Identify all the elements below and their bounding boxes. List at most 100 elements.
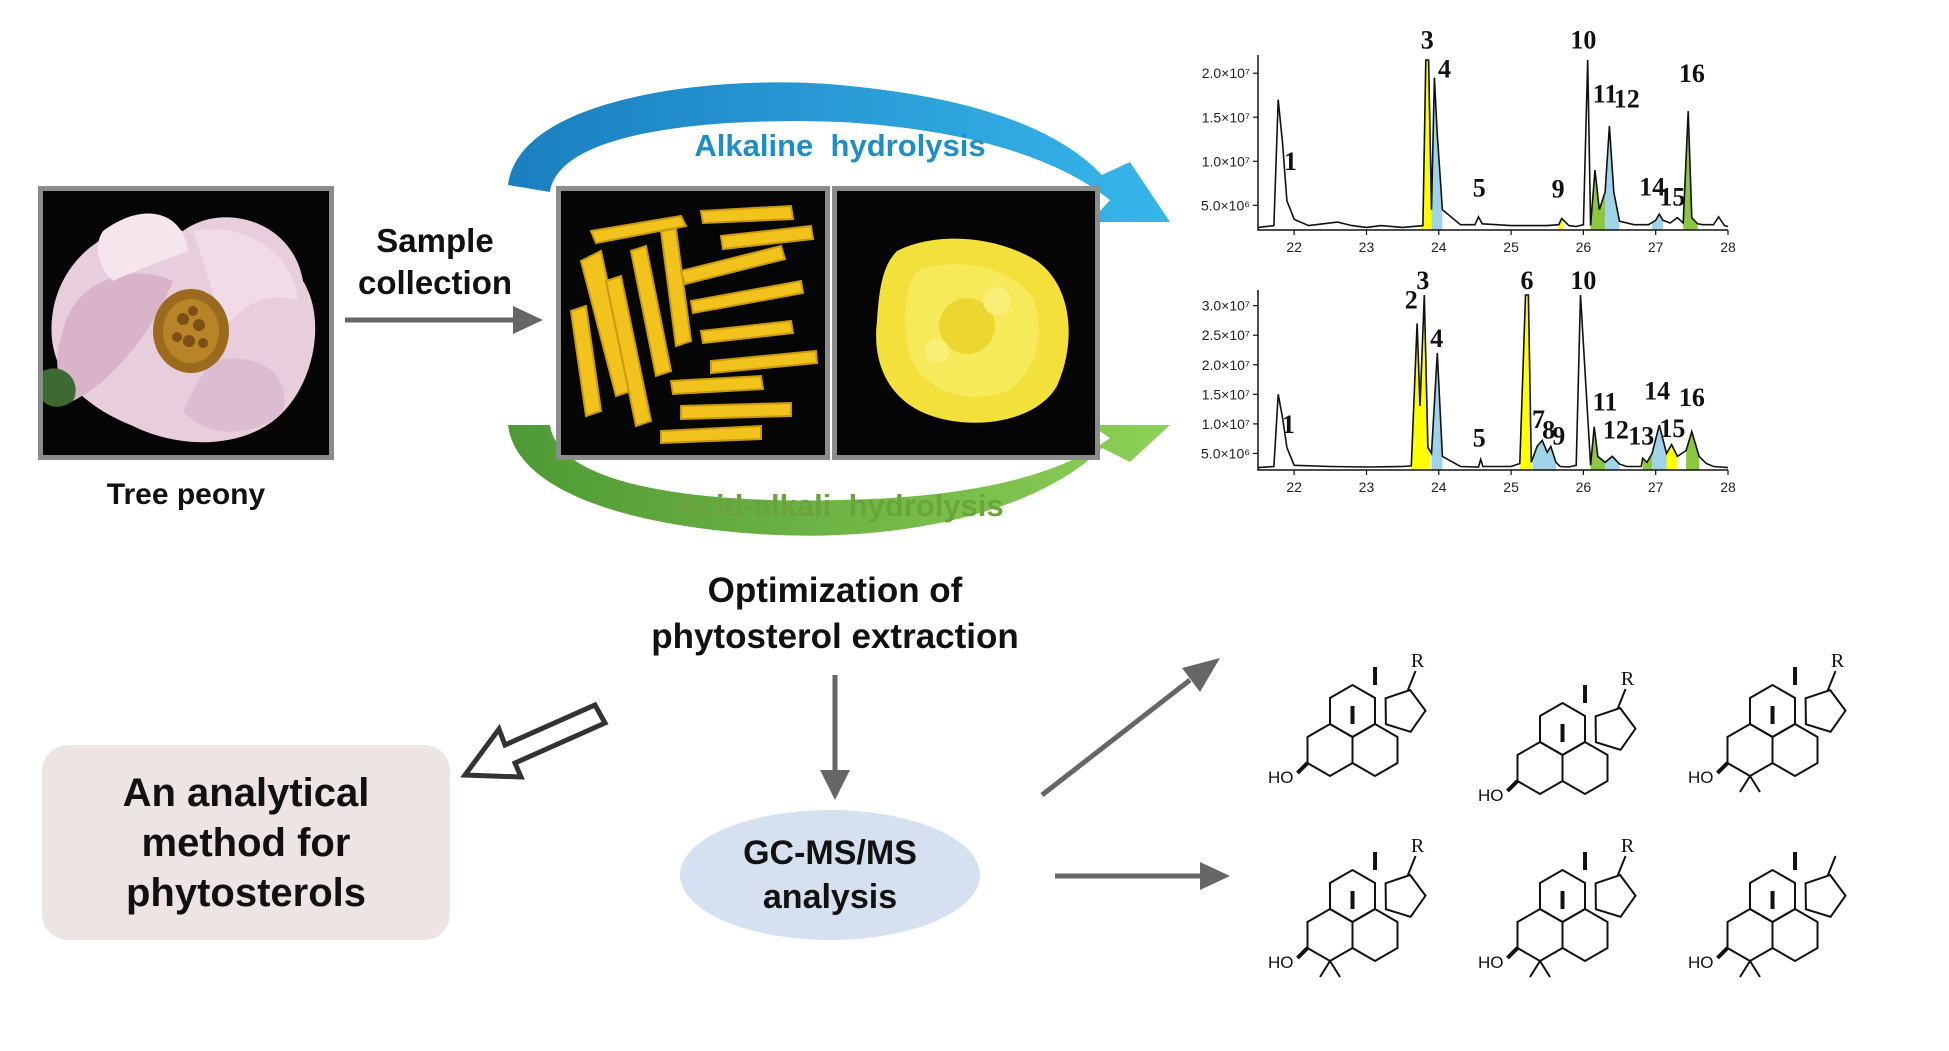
peak-label: 15 (1659, 182, 1685, 211)
analytical-method-box: An analytical method for phytosterols (42, 745, 450, 940)
x-tick-label: 24 (1431, 239, 1447, 255)
hydroxyl-label: HO (1268, 953, 1294, 972)
gem-dimethyl-bond (1739, 775, 1751, 793)
substituent-r-label: R (1621, 835, 1635, 857)
ring-d (1594, 706, 1637, 751)
ring (1516, 907, 1564, 963)
ring (1771, 907, 1819, 963)
x-tick-label: 25 (1503, 479, 1519, 495)
gem-dimethyl-bond (1329, 960, 1341, 978)
side-chain-bond (1826, 670, 1837, 692)
substituent-r-label: R (1411, 650, 1425, 672)
x-tick-label: 23 (1359, 239, 1375, 255)
arrow-to-chromatograms-head (1182, 658, 1220, 692)
ring-d (1804, 873, 1847, 918)
hydroxyl-label: HO (1688, 953, 1714, 972)
side-chain-bond (1826, 855, 1837, 877)
ring (1306, 722, 1354, 778)
ring (1329, 683, 1376, 739)
peak-fill-2-5 (1590, 426, 1606, 470)
peak-fill-2-8 (1652, 425, 1667, 470)
chromatogram-trace-1 (1257, 59, 1729, 229)
tree-peony-photo (38, 186, 334, 460)
peak-label: 14 (1644, 377, 1670, 406)
ring (1539, 868, 1586, 924)
peak-label: 4 (1430, 324, 1443, 353)
peak-label: 9 (1552, 174, 1565, 203)
y-tick-label: 5.0×10⁶ (1201, 197, 1250, 213)
peak-label: 10 (1570, 266, 1596, 295)
arrow-to-structures-head (1200, 862, 1230, 890)
hydroxyl-bond (1296, 761, 1309, 775)
ring (1351, 907, 1399, 963)
sterol-structure: RHO (1268, 650, 1427, 787)
side-chain-bond (1406, 670, 1417, 692)
hydroxyl-label: HO (1478, 953, 1504, 972)
x-tick-label: 23 (1359, 479, 1375, 495)
ring (1516, 740, 1564, 796)
peak-label: 3 (1421, 26, 1434, 55)
ring (1561, 740, 1609, 796)
sterol-structure: HO (1688, 852, 1847, 978)
y-tick-label: 1.0×10⁷ (1202, 153, 1250, 169)
peak-label: 5 (1473, 423, 1486, 452)
peak-label: 5 (1473, 174, 1486, 203)
peak-label: 1 (1284, 147, 1297, 176)
down-arrow (820, 675, 850, 800)
gem-dimethyl-bond (1739, 960, 1751, 978)
alkaline-arc-arrow (508, 82, 1170, 222)
gem-dimethyl-bond (1539, 960, 1551, 978)
peak-label: 11 (1593, 79, 1618, 108)
y-tick-label: 2.0×10⁷ (1202, 65, 1250, 81)
hollow-arrow (460, 701, 609, 780)
tree-peony-label: Tree peony (106, 478, 266, 511)
gc-ms-line1: GC-MS/MS (743, 834, 917, 872)
chromatogram-axes-1 (1257, 55, 1728, 231)
y-tick-label: 1.0×10⁷ (1202, 416, 1250, 432)
peak-fill-1-3 (1558, 218, 1564, 230)
result-line2: method for (141, 820, 351, 865)
ring (1539, 701, 1586, 757)
sample-collection-line1: Sample (376, 222, 494, 259)
peak-label: 2 (1405, 286, 1418, 315)
chromatogram-axes-2 (1257, 290, 1728, 471)
hydroxyl-bond (1716, 761, 1729, 775)
side-chain-bond (1616, 688, 1627, 710)
peak-label: 8 (1542, 416, 1555, 445)
root-cortex-photo (556, 186, 830, 460)
y-tick-label: 3.0×10⁷ (1202, 298, 1250, 314)
peak-label: 4 (1438, 55, 1451, 84)
peak-label: 13 (1628, 422, 1654, 451)
powder-photo (832, 186, 1100, 460)
sterol-structure: R HO (1478, 835, 1637, 978)
hydroxyl-bond (1506, 946, 1519, 960)
x-tick-label: 28 (1720, 479, 1736, 495)
gem-dimethyl-bond (1319, 960, 1331, 978)
flower-image (43, 191, 329, 455)
peak-label: 1 (1282, 410, 1295, 439)
side-chain-bond (1616, 855, 1627, 877)
acid-alkali-hydrolysis-label: Acid-alkali hydrolysis (676, 488, 1004, 523)
hydroxyl-bond (1296, 946, 1309, 960)
gc-ms-analysis-node: GC-MS/MS analysis (680, 810, 980, 940)
x-tick-label: 27 (1648, 479, 1664, 495)
x-tick-label: 27 (1648, 239, 1664, 255)
peak-fill-1-7 (1683, 111, 1698, 230)
hydroxyl-bond (1716, 946, 1729, 960)
peak-label: 16 (1679, 383, 1705, 412)
peak-label: 12 (1614, 85, 1640, 114)
sterol-structure: RHO (1478, 668, 1637, 805)
ring (1749, 868, 1796, 924)
chromatogram-trace-2 (1257, 294, 1729, 469)
substituent-r-label: R (1831, 650, 1845, 672)
optimization-line2: phytosterol extraction (651, 617, 1019, 656)
peak-fill-2-6 (1605, 456, 1620, 470)
ring (1329, 868, 1376, 924)
x-tick-label: 22 (1286, 479, 1302, 495)
ring (1771, 722, 1819, 778)
peak-label: 16 (1679, 59, 1705, 88)
ring (1726, 907, 1774, 963)
sample-collection-arrow (345, 306, 543, 334)
